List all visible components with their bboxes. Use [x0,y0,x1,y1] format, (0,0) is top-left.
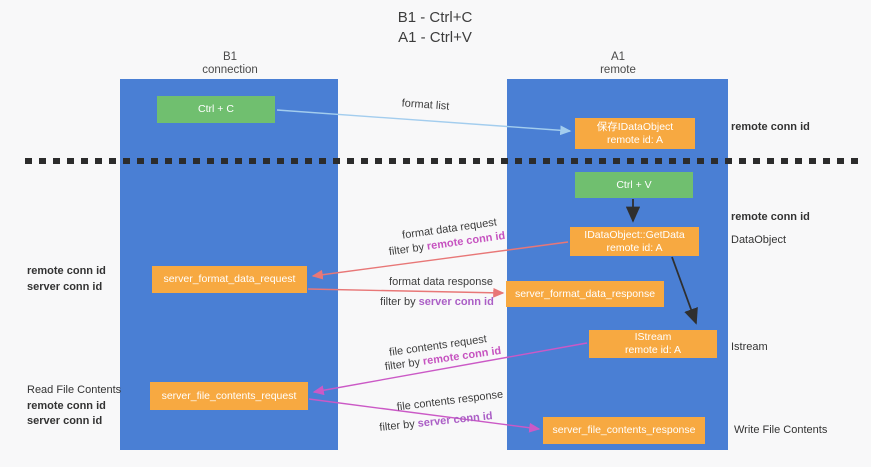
format-data-response-arrow [307,287,505,298]
remote-conn-id-annotation-top: remote conn id [731,121,810,133]
remote-conn-id-annotation-left: remote conn id [27,265,106,277]
format-list-arrow [276,109,572,136]
format-data-request-arrow [311,241,569,280]
server-file-contents-request-label: server_file_contents_request [161,389,297,402]
diagram-title: B1 - Ctrl+C A1 - Ctrl+V [335,8,535,48]
file-contents-response-arrow [308,398,541,433]
server-conn-id-text: server conn id [418,296,494,308]
file-contents-request-arrow [312,342,588,396]
lane-header-a1: A1 remote [548,51,688,77]
server-format-data-response-label: server_format_data_response [514,287,656,300]
node-idataobject-getdata: IDataObject::GetData remote id: A [570,227,699,256]
istream-annotation: Istream [731,341,768,353]
lane-a1-role: remote [600,64,636,76]
istream-remote-id: remote id: A [624,344,682,356]
save-idataobject-remote-id: remote id: A [606,133,664,146]
lane-a1-name: A1 [610,51,626,63]
write-file-contents-annotation: Write File Contents [734,424,828,436]
server-conn-id-annotation-bottom-left: server conn id [27,415,103,427]
node-server-format-data-request: server_format_data_request [152,266,307,293]
server-conn-id-annotation-left: server conn id [27,281,103,293]
remote-conn-id-annotation-mid: remote conn id [731,211,810,223]
getdata-to-istream-arrow [671,256,698,325]
title-line-2: A1 - Ctrl+V [398,29,472,46]
node-save-idataobject: 保存IDataObject remote id: A [575,118,695,149]
server-format-data-request-label: server_format_data_request [163,273,296,285]
session-separator [25,158,862,164]
title-line-1: B1 - Ctrl+C [397,9,473,26]
lane-b1-name: B1 [222,51,238,63]
node-server-file-contents-response: server_file_contents_response [543,417,705,444]
ctrl-v-label: Ctrl + V [616,178,652,191]
ctrl-c-label: Ctrl + C [198,103,234,115]
filter-by-text: filter by [380,296,416,308]
dataobject-annotation: DataObject [731,234,787,246]
node-ctrl-c: Ctrl + C [157,96,275,123]
lane-header-b1: B1 connection [160,51,300,77]
server-file-contents-response-label: server_file_contents_response [552,424,696,436]
read-file-contents-annotation: Read File Contents [27,384,122,396]
save-idataobject-label: 保存IDataObject [596,120,674,133]
node-istream: IStream remote id: A [589,330,717,358]
node-server-format-data-response: server_format_data_response [506,281,664,307]
getdata-remote-id: remote id: A [606,241,663,254]
node-ctrl-v: Ctrl + V [575,172,693,198]
getdata-label: IDataObject::GetData [584,228,685,241]
format-data-response-label: format data response [389,276,493,288]
remote-conn-id-annotation-bottom-left: remote conn id [27,400,106,412]
lane-b1-role: connection [202,64,258,76]
istream-label: IStream [634,331,672,343]
node-server-file-contents-request: server_file_contents_request [150,382,308,410]
